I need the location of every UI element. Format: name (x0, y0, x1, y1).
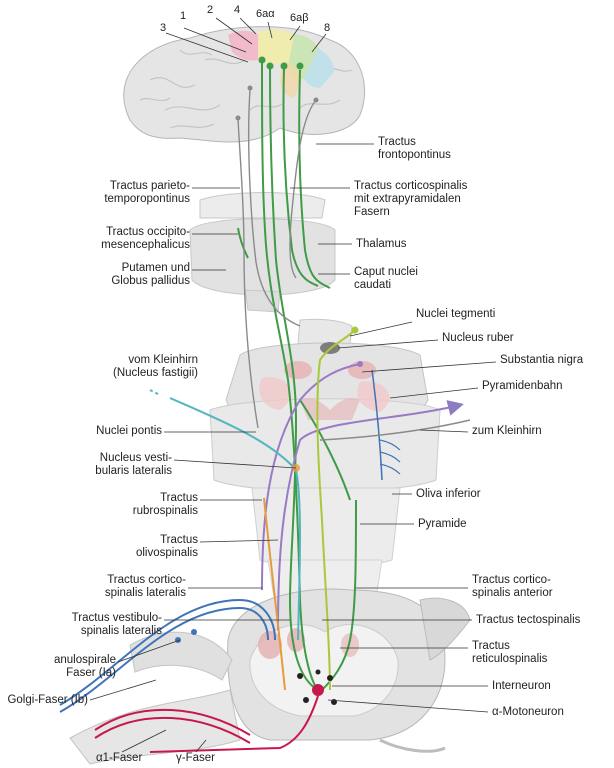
label-anulospirale-faser: anulospirale Faser (Ia) (53, 654, 116, 679)
label-oliva-inferior: Oliva inferior (416, 488, 481, 500)
label-pyramidenbahn: Pyramidenbahn (482, 380, 563, 392)
label-vom-kleinhirn: vom Kleinhirn (Nucleus fastigii) (113, 354, 198, 379)
label-alpha-motoneuron: α-Motoneuron (492, 706, 564, 718)
leader-lines (89, 17, 497, 753)
basal-ganglia-block (189, 192, 336, 313)
label-tractus-tectospinalis: Tractus tectospinalis (476, 614, 581, 626)
label-tractus-corticospinalis: Tractus corticospinalis mit extrapyramid… (354, 180, 468, 218)
area-label-2: 2 (207, 4, 214, 16)
label-tractus-parieto-temporopontinus: Tractus parieto- temporopontinus (104, 180, 190, 205)
label-tractus-frontopontinus: Tractus frontopontinus (378, 136, 451, 161)
label-putamen-globus-pallidus: Putamen und Globus pallidus (111, 262, 190, 287)
label-alpha1-faser: α1-Faser (96, 752, 143, 764)
label-gamma-faser: γ-Faser (176, 752, 215, 764)
label-tractus-corticospinalis-lateralis: Tractus cortico- spinalis lateralis (104, 574, 186, 599)
label-nucleus-vestibularis-lateralis: Nucleus vesti- bularis lateralis (95, 452, 172, 477)
label-tractus-corticospinalis-anterior: Tractus cortico- spinalis anterior (472, 574, 553, 599)
tract-lines (149, 59, 471, 691)
label-zum-kleinhirn: zum Kleinhirn (472, 425, 542, 437)
cortical-areas (228, 29, 334, 98)
label-caput-nuclei-caudati: Caput nuclei caudati (354, 266, 418, 291)
area-label-4: 4 (234, 4, 241, 16)
label-thalamus: Thalamus (356, 238, 407, 250)
label-tractus-vestibulospinalis-lateralis: Tractus vestibulo- spinalis lateralis (71, 612, 162, 637)
label-tractus-rubrospinalis: Tractus rubrospinalis (132, 492, 198, 517)
label-nuclei-tegmenti: Nuclei tegmenti (416, 308, 496, 320)
label-tractus-occipito-mesencephalicus: Tractus occipito- mesencephalicus (101, 226, 190, 251)
area-label-8: 8 (324, 22, 331, 34)
area-label-1: 1 (180, 10, 187, 22)
label-pyramide: Pyramide (418, 518, 467, 530)
label-nucleus-ruber: Nucleus ruber (442, 332, 514, 344)
area-label-6ab: 6aβ (290, 12, 309, 24)
alpha-motoneuron (149, 669, 337, 753)
spinal-cord-section (227, 588, 471, 753)
label-golgi-faser: Golgi-Faser (Ib) (7, 694, 88, 706)
area-label-6aa: 6aα (256, 8, 275, 20)
label-substantia-nigra: Substantia nigra (500, 354, 584, 366)
peripheral-nerve (59, 598, 276, 765)
cortical-neurons (235, 56, 363, 472)
brainstem (209, 318, 441, 599)
label-nuclei-pontis: Nuclei pontis (96, 425, 162, 437)
label-tractus-olivospinalis: Tractus olivospinalis (135, 534, 198, 559)
label-tractus-reticulospinalis: Tractus reticulospinalis (472, 640, 548, 665)
area-label-3: 3 (160, 22, 167, 34)
label-interneuron: Interneuron (492, 680, 551, 692)
